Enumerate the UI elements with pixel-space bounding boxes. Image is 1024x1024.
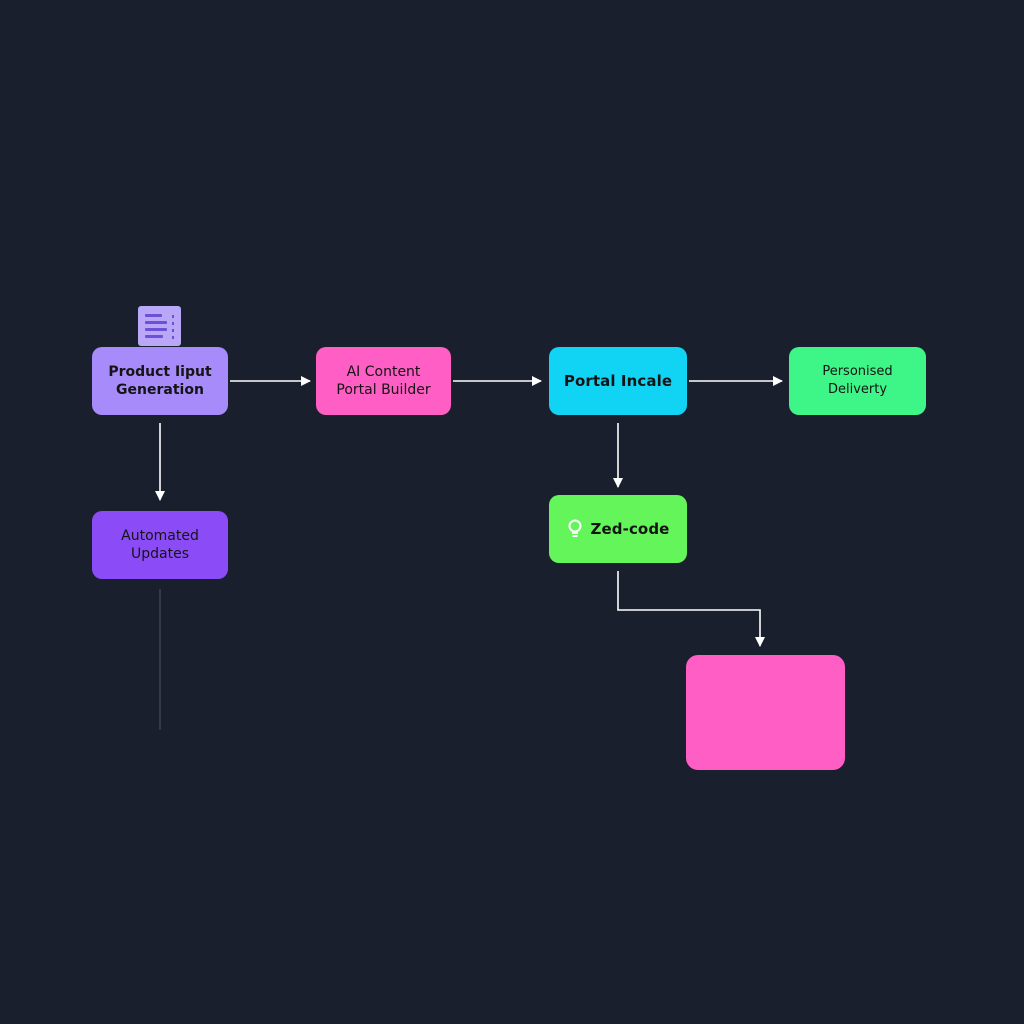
node-ai-content-portal-builder[interactable]: AI Content Portal Builder [316, 347, 451, 415]
arrow-zed-to-blank [617, 571, 765, 647]
node-label: Portal Incale [563, 372, 673, 390]
node-label-line: Portal Builder [336, 382, 431, 398]
node-label: Zed-code [590, 520, 670, 538]
node-automated-updates[interactable]: Automated Updates [92, 511, 228, 579]
node-portal-incale[interactable]: Portal Incale [549, 347, 687, 415]
node-label-line: AI Content [346, 364, 421, 380]
node-label-line: Deliverty [827, 382, 888, 397]
node-personised-delivery[interactable]: Personised Deliverty [789, 347, 926, 415]
node-label-line: Personised [822, 364, 893, 379]
lightbulb-icon [568, 519, 582, 537]
node-label-line: Updates [131, 546, 189, 562]
node-label-line: Generation [116, 382, 204, 398]
document-icon [138, 306, 181, 346]
node-zed-code[interactable]: Zed-code [549, 495, 687, 563]
node-blank[interactable] [686, 655, 845, 770]
node-label-line: Product Iiput [108, 364, 212, 380]
node-product-input-generation[interactable]: Product Iiput Generation [92, 347, 228, 415]
node-label-line: Automated [121, 528, 199, 544]
